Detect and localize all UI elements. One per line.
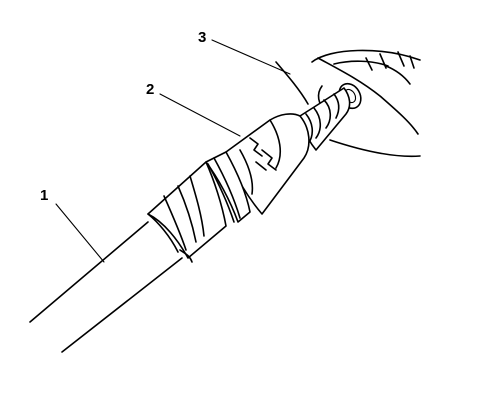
leader-line-3 — [211, 39, 291, 75]
housing-component — [311, 49, 421, 158]
callout-1: 1 — [40, 187, 48, 204]
callout-3: 3 — [198, 29, 206, 46]
callout-labels: 1 2 3 — [40, 29, 206, 204]
callout-2: 2 — [146, 81, 154, 98]
leader-line-1 — [55, 203, 105, 263]
leader-curve-3 — [275, 61, 309, 105]
cable — [29, 221, 183, 353]
leader-lines — [55, 39, 309, 263]
connector-body — [205, 113, 310, 223]
leader-line-2 — [159, 93, 241, 137]
cable-ferrule — [147, 161, 227, 263]
